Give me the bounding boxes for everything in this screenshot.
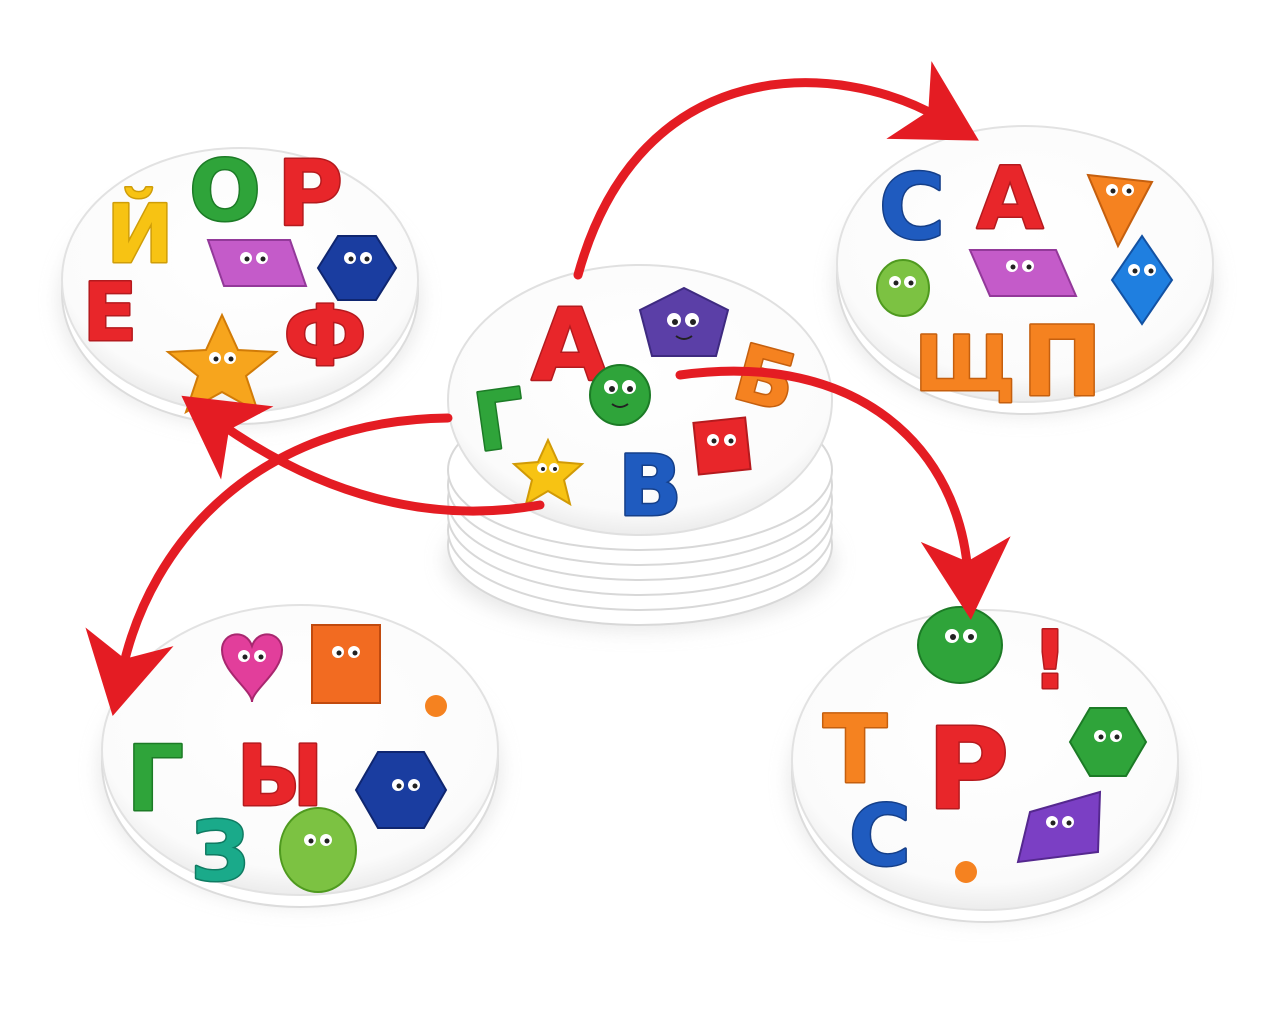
parallelogram-character-icon [206,239,308,287]
letter-r: Р [927,705,1009,835]
square-character-icon [692,416,752,476]
letter-shch: Щ [915,319,1016,408]
letter-s: С [849,787,911,885]
card-bottom-right[interactable]: ! Т Р С [790,606,1180,923]
letter-f: Ф [283,287,366,385]
circle-character-icon [589,364,651,426]
star-character-icon [511,437,585,507]
center-letter-v: В [618,437,682,535]
circle-character-icon [917,606,1003,684]
letter-g: Г [126,727,183,832]
card-bottom-left[interactable]: Г Ы З [100,604,500,908]
dot-icon [955,861,977,883]
letter-a: А [977,149,1044,249]
parallelogram-character-icon [968,249,1078,297]
arrow-to-bottom-left-card [85,413,453,717]
letter-s: С [879,155,945,260]
center-letter-g: Г [468,371,531,470]
letter-p: П [1022,306,1102,418]
arrow-to-top-right-card [573,61,979,280]
exclamation-mark: ! [1032,614,1068,707]
arrow-to-top-left-card [181,395,545,516]
hexagon-character-icon [1068,707,1148,777]
hexagon-character-icon [354,751,448,829]
center-card-stack[interactable]: А Б Г В [445,264,835,630]
star-character-icon [165,312,279,415]
letter-yi: Й [107,187,174,281]
rectangle-character-icon [311,624,381,704]
diamond-character-icon [1110,234,1174,326]
letter-t: Т [823,696,887,805]
pentagon-character-icon [638,286,730,357]
letter-r: Р [277,142,343,247]
hexagon-character-icon [316,235,398,301]
circle-character-icon [876,259,930,317]
center-letter-a: А [531,287,608,404]
letter-o: О [189,142,260,240]
arrow-to-bottom-right-card [675,366,1011,620]
triangle-character-icon [1086,173,1154,249]
letter-z: З [191,805,249,900]
letter-e: Е [83,266,138,359]
circle-character-icon [279,807,357,893]
parallelogram-character-icon [1016,790,1102,864]
card-top-right[interactable]: С А Щ П [835,125,1215,420]
dot-icon [425,695,447,717]
card-top-left[interactable]: Й О Р Е Ф [60,141,420,425]
heart-character-icon [220,633,284,703]
